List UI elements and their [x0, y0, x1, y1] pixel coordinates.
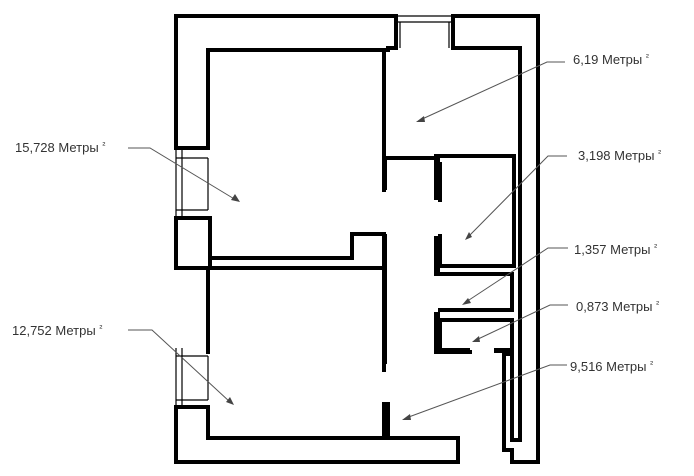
leader-room-small-2	[465, 247, 568, 303]
area-label-corridor: 9,516 Метры ²	[570, 359, 653, 374]
area-label-room-small-2: 1,357 Метры ²	[574, 242, 657, 257]
leader-bedroom-top	[128, 147, 237, 201]
area-label-room-small-3: 0,873 Метры ²	[576, 299, 659, 314]
area-labels: 6,19 Метры ² 3,198 Метры ² 1,357 Метры ²…	[12, 52, 661, 374]
area-label-bathroom-top: 6,19 Метры ²	[573, 52, 649, 67]
leader-room-small-1	[467, 155, 567, 238]
interior-walls	[206, 48, 516, 440]
area-label-bedroom-bottom: 12,752 Метры ²	[12, 323, 102, 338]
leaders	[128, 61, 568, 420]
outer-walls	[174, 14, 540, 464]
leader-room-small-3	[475, 304, 568, 341]
leader-bathroom-top	[419, 61, 565, 121]
area-label-room-small-1: 3,198 Метры ²	[578, 148, 661, 163]
window-top-left	[175, 148, 209, 218]
window-top	[396, 15, 453, 48]
leader-bedroom-bottom	[128, 329, 231, 403]
area-label-bedroom-top: 15,728 Метры ²	[15, 140, 105, 155]
leader-corridor	[405, 364, 567, 419]
